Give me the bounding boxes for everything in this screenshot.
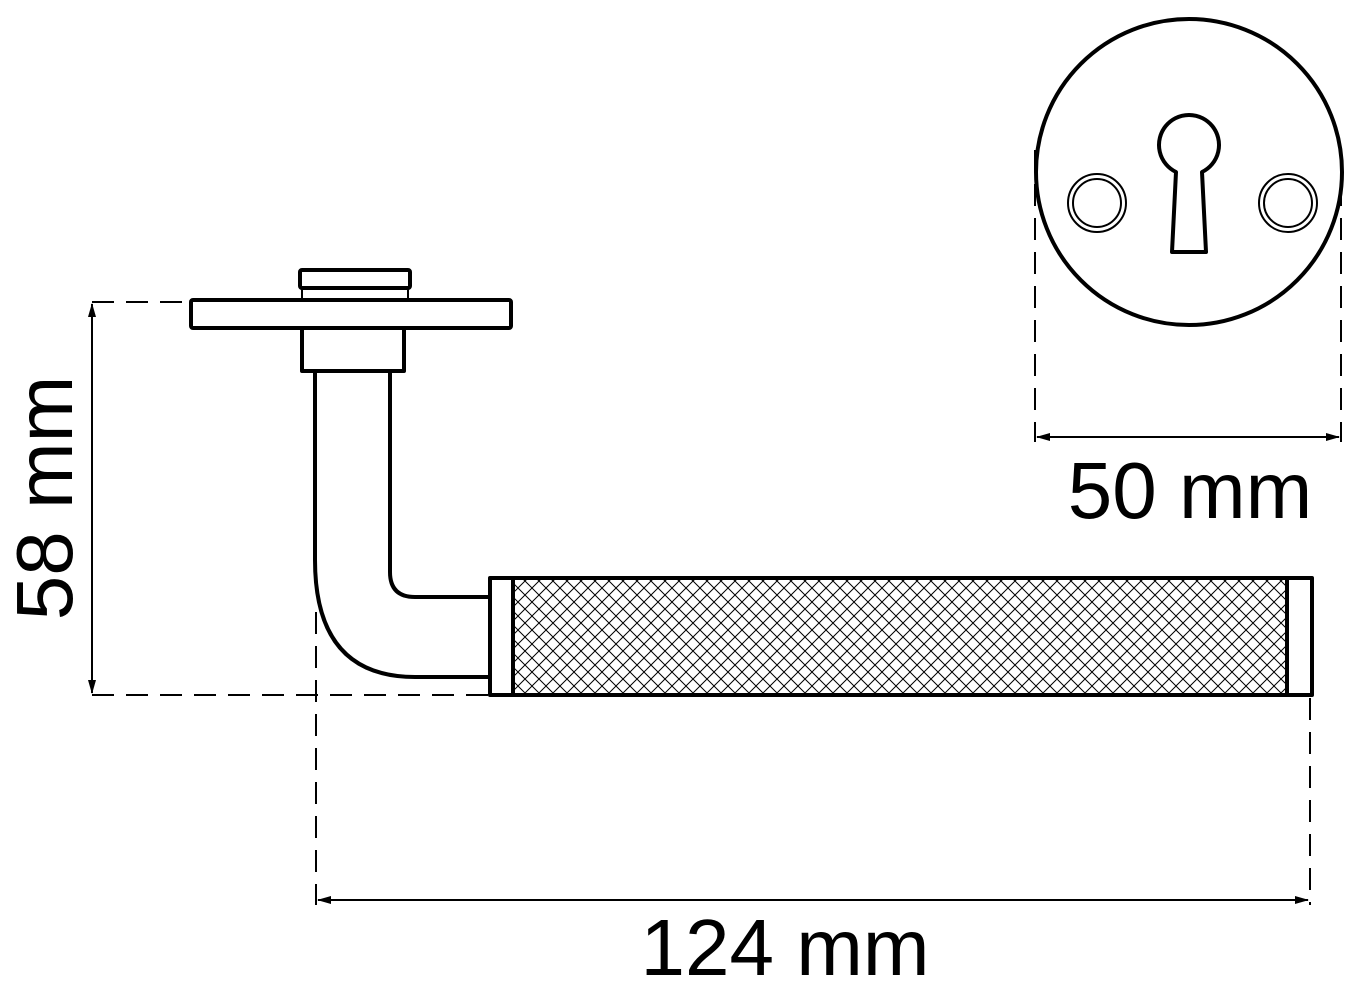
length-label: 124 mm [641, 903, 930, 992]
handle-shank [313, 371, 490, 679]
lever-grip-knurl [513, 580, 1287, 693]
escutcheon-plate [1034, 17, 1344, 327]
screw-hole-right [1258, 173, 1318, 233]
spindle-cap [298, 268, 412, 290]
keyhole [1157, 112, 1221, 254]
handle-neck [300, 326, 406, 373]
rose-diameter-label: 50 mm [1068, 446, 1313, 535]
escutcheon-front-view [1034, 17, 1344, 327]
screw-hole-left [1067, 173, 1127, 233]
screw-hole-right-inner [1263, 178, 1313, 228]
dimension-lines [88, 150, 1342, 905]
lever-grip [488, 576, 1314, 697]
height-label: 58 mm [0, 376, 89, 621]
rose-plate [189, 298, 513, 330]
screw-hole-left-inner [1072, 178, 1122, 228]
handle-side-view [189, 268, 1314, 697]
spindle-ring [301, 288, 409, 300]
